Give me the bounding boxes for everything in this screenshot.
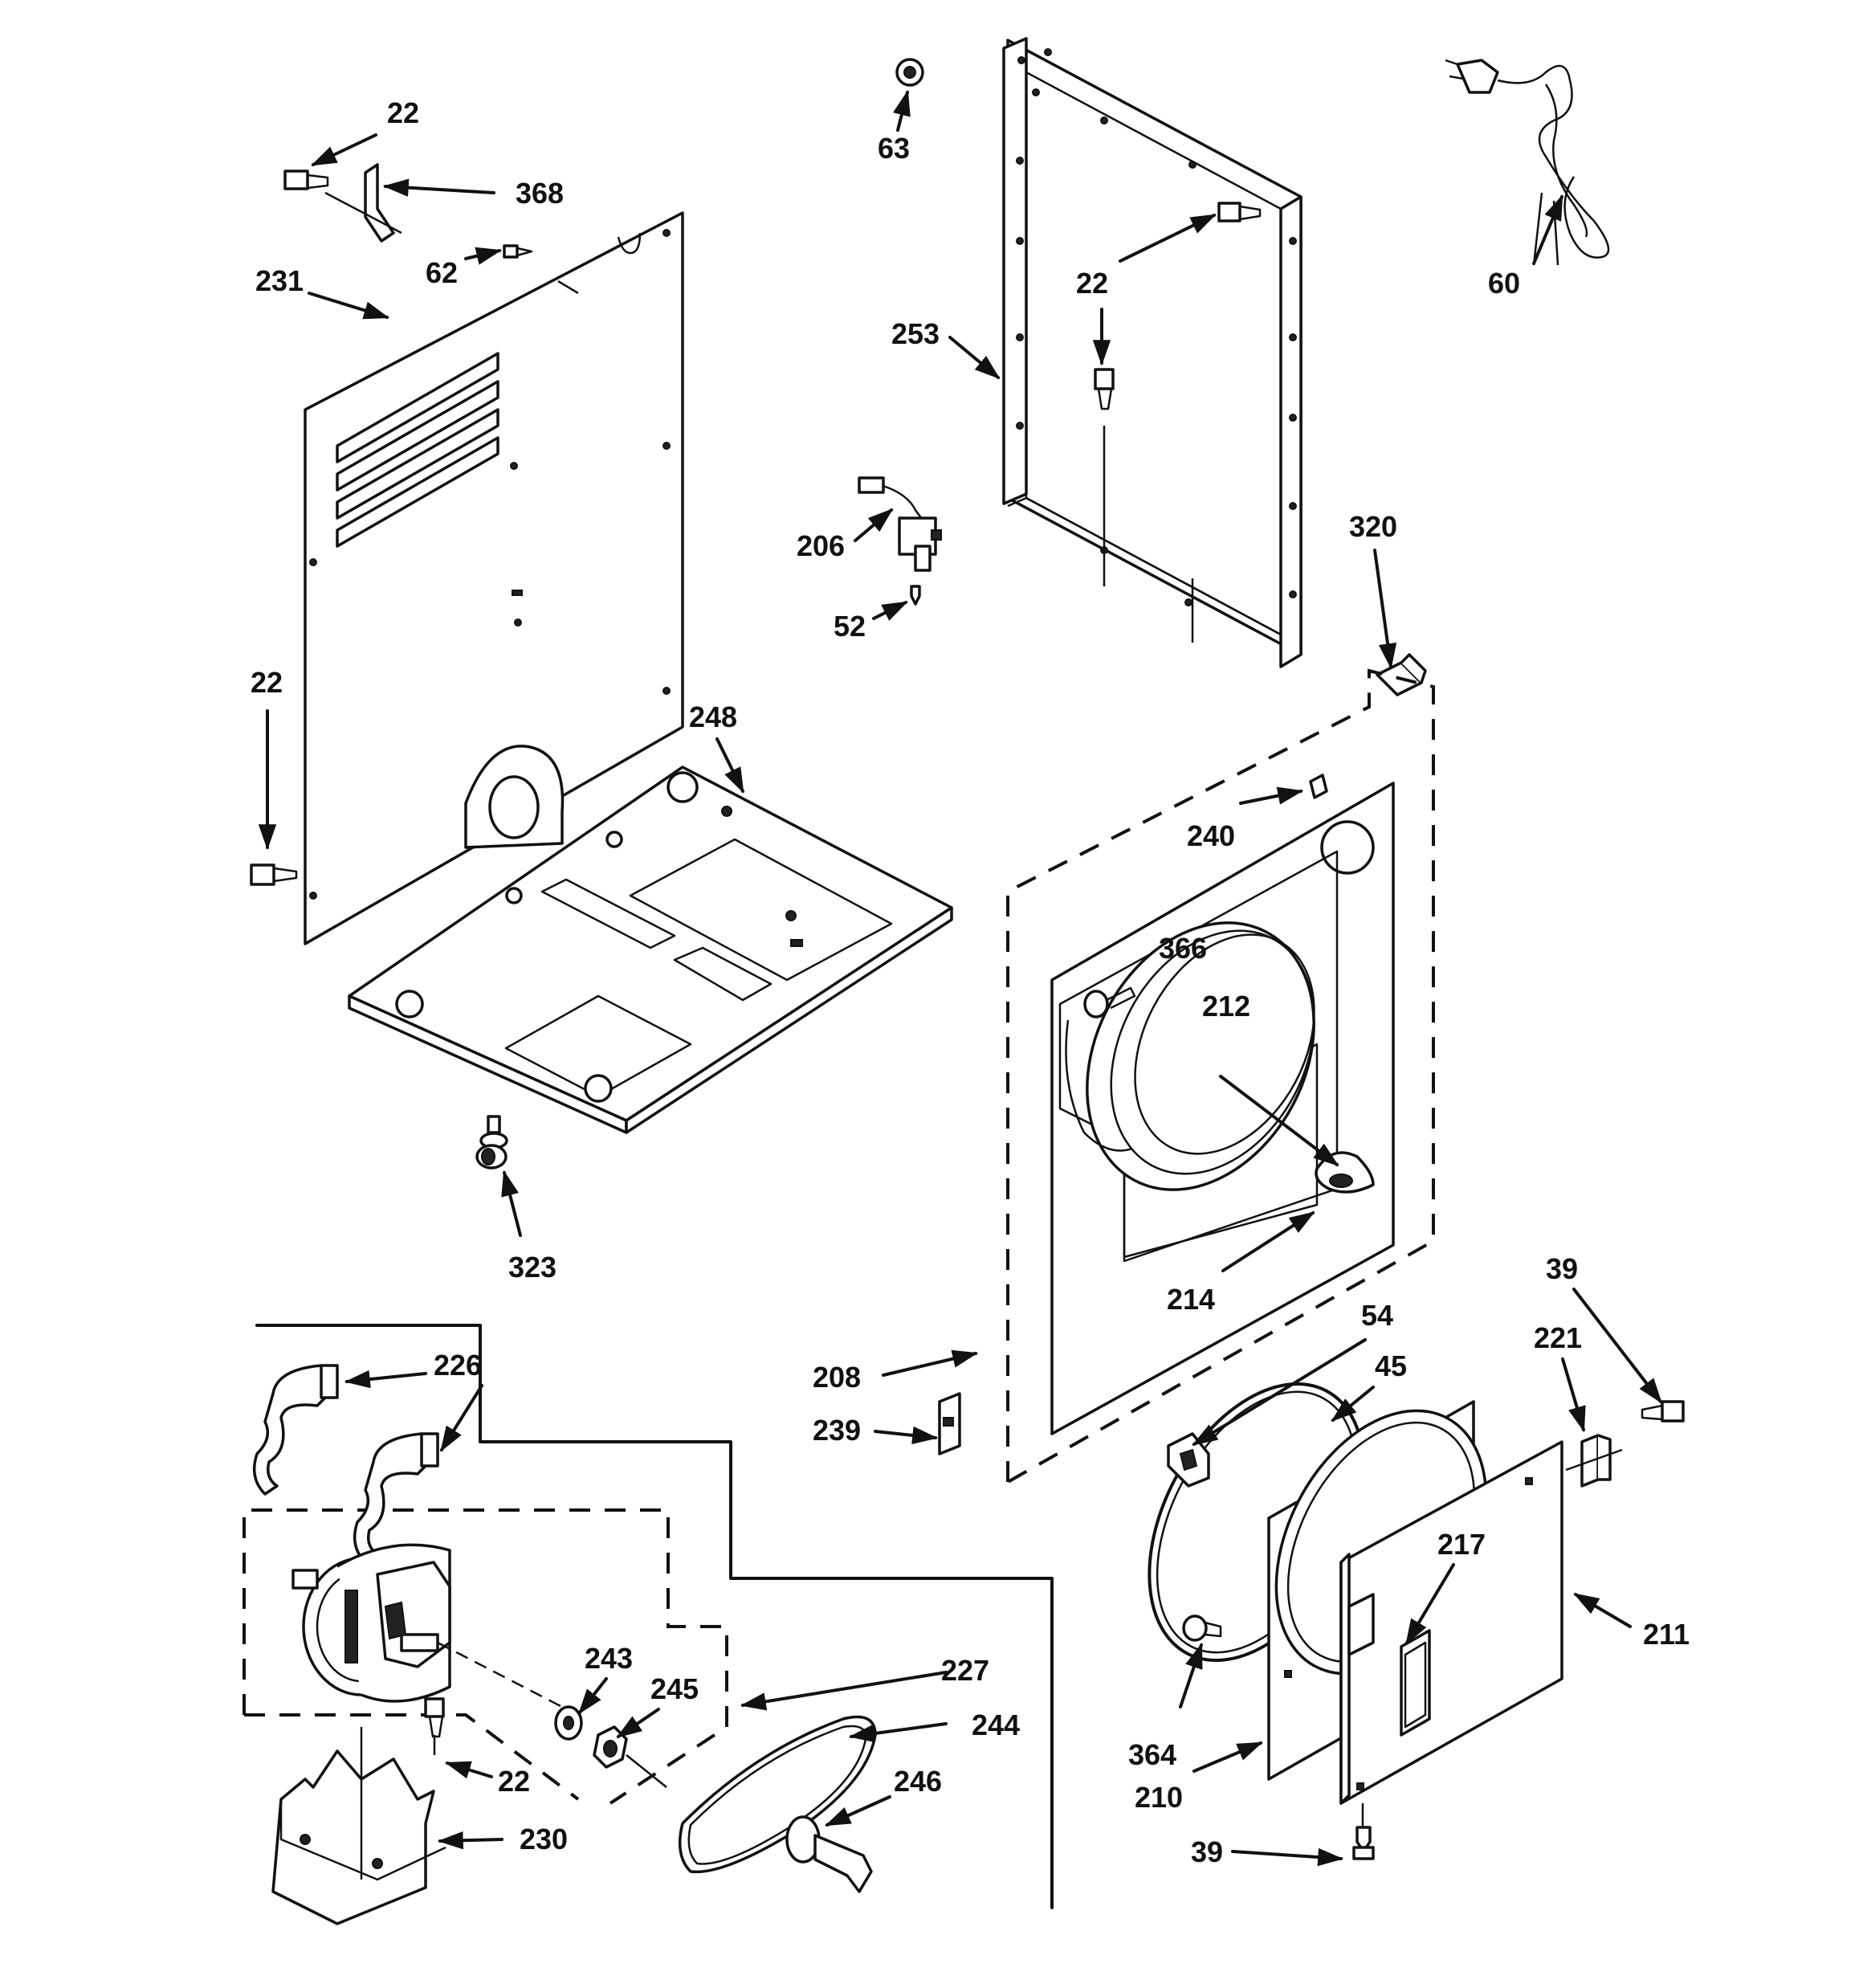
motor [291, 1543, 563, 1708]
drive-belt-244 [678, 1715, 877, 1874]
label-60: 60 [1488, 267, 1520, 300]
pulley-243 [554, 1705, 583, 1741]
hinge-239 [938, 1392, 961, 1455]
idler-246 [785, 1815, 873, 1893]
power-cord-60 [1445, 59, 1610, 266]
label-248: 248 [689, 700, 737, 733]
rear-panel [304, 211, 684, 945]
screw-22-frame [1217, 202, 1262, 222]
label-211: 211 [1643, 1618, 1690, 1651]
label-243: 243 [585, 1642, 633, 1675]
screw-364 [1182, 1614, 1222, 1642]
label-22-top: 22 [387, 96, 419, 129]
clip-320 [1376, 653, 1427, 696]
label-366: 366 [1159, 932, 1207, 965]
front-panel [1006, 668, 1435, 1485]
label-245: 245 [650, 1672, 699, 1705]
motor-section-outline [243, 1324, 1054, 1909]
screw-52 [910, 585, 921, 606]
label-240: 240 [1187, 819, 1235, 852]
label-208: 208 [813, 1361, 861, 1394]
motor-mount-230 [271, 1727, 446, 1925]
label-206: 206 [797, 529, 845, 562]
label-364: 364 [1128, 1738, 1176, 1771]
nut-63 [895, 58, 924, 87]
leader-lines [258, 89, 1662, 1867]
switch-206 [858, 476, 942, 572]
screw-62 [503, 244, 579, 295]
label-54: 54 [1361, 1299, 1393, 1332]
label-210: 210 [1135, 1781, 1183, 1814]
label-212: 212 [1202, 990, 1250, 1023]
screw-22-top [283, 169, 329, 190]
screw-39-right [1641, 1400, 1685, 1423]
pulley-245 [593, 1725, 667, 1788]
motor-clamp-226 [252, 1364, 439, 1564]
label-231: 231 [255, 264, 304, 297]
label-22-frame: 22 [1076, 267, 1108, 300]
label-22-motor: 22 [498, 1765, 530, 1798]
label-323: 323 [508, 1251, 556, 1284]
label-226: 226 [434, 1349, 482, 1382]
label-230: 230 [520, 1823, 568, 1855]
top-frame [1002, 37, 1302, 668]
label-63: 63 [878, 132, 910, 165]
screw-39-bottom [1352, 1803, 1375, 1860]
label-244: 244 [972, 1708, 1020, 1741]
label-62: 62 [426, 256, 458, 289]
label-253: 253 [891, 317, 940, 350]
label-227: 227 [941, 1654, 989, 1687]
leveling-leg [475, 1115, 508, 1170]
label-22-left: 22 [251, 666, 283, 699]
label-221: 221 [1534, 1321, 1582, 1354]
label-52: 52 [834, 610, 866, 643]
label-246: 246 [894, 1765, 942, 1798]
label-239: 239 [813, 1414, 861, 1447]
label-368: 368 [516, 177, 564, 210]
label-320: 320 [1349, 510, 1397, 543]
label-45: 45 [1375, 1349, 1407, 1382]
bracket-368 [324, 163, 402, 243]
label-39-bottom: 39 [1191, 1835, 1223, 1868]
door-outer-211 [1339, 1440, 1563, 1805]
hinge-221 [1565, 1434, 1623, 1488]
screw-22-vertical [1094, 368, 1115, 410]
label-39-right: 39 [1546, 1252, 1578, 1285]
base-plate [348, 745, 953, 1134]
label-217: 217 [1437, 1528, 1486, 1561]
screw-22-left [250, 863, 298, 886]
screw-22-motor [424, 1697, 445, 1755]
label-214: 214 [1167, 1283, 1215, 1316]
part-labels: 22 368 62 231 22 248 323 63 22 253 206 5… [251, 96, 1690, 1868]
